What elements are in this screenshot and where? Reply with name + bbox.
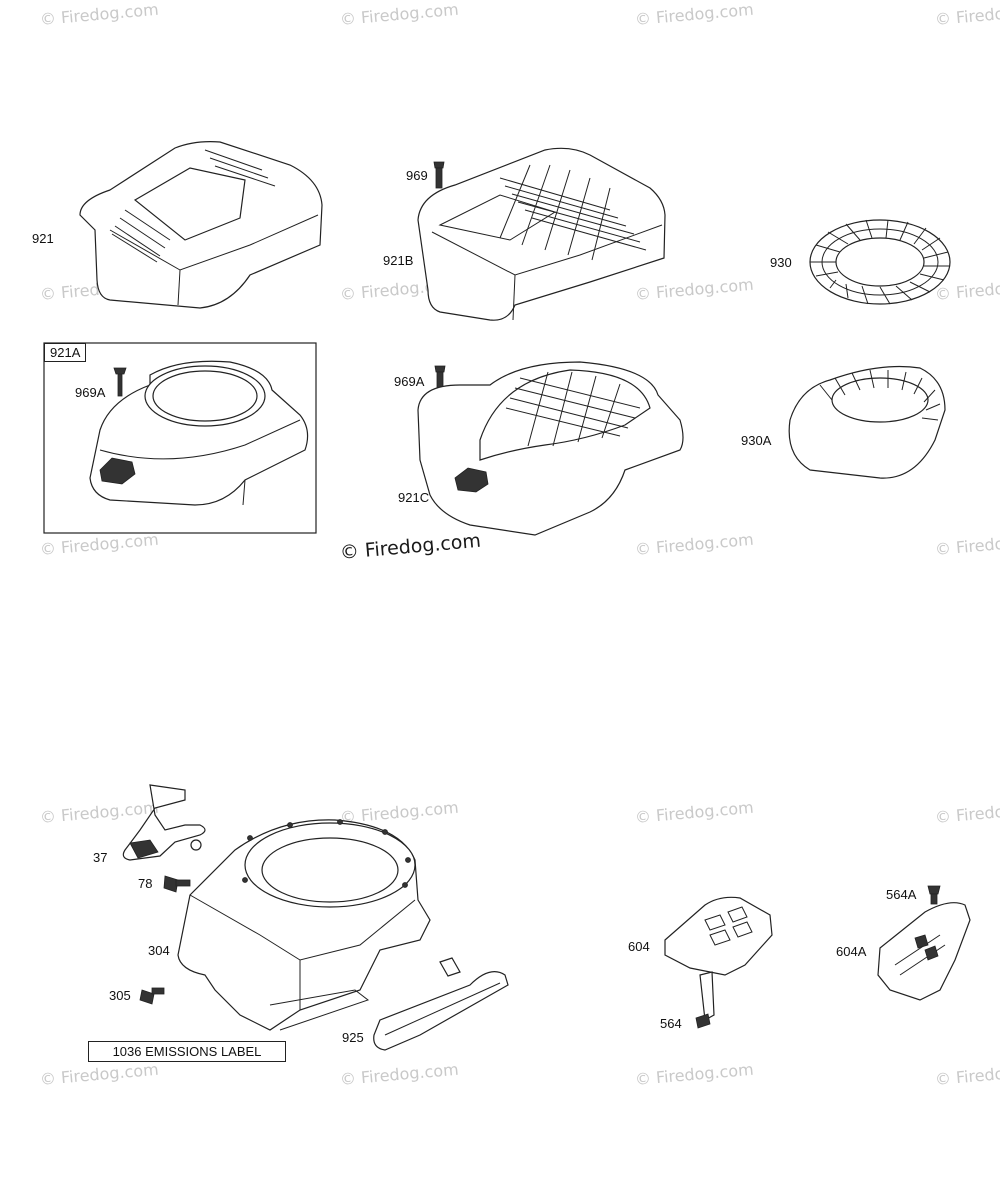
emissions-label-box: 1036 EMISSIONS LABEL: [88, 1041, 286, 1062]
part-label-930A: 930A: [741, 433, 772, 448]
part-925-drawing: [373, 957, 509, 1051]
part-label-921A: 921A: [44, 343, 87, 362]
part-921A-frame: [43, 342, 317, 534]
part-label-37: 37: [93, 850, 108, 865]
part-label-305: 305: [109, 988, 131, 1003]
part-label-925: 925: [342, 1030, 364, 1045]
part-label-564: 564: [660, 1016, 682, 1031]
part-921B-drawing: [417, 147, 666, 321]
part-604-drawing: [664, 896, 773, 1029]
part-label-969A: 969A: [75, 385, 106, 400]
part-37-drawing: [122, 784, 206, 861]
part-921-drawing: [79, 141, 323, 309]
part-label-604: 604: [628, 939, 650, 954]
part-label-921B: 921B: [383, 253, 414, 268]
part-label-78: 78: [138, 876, 153, 891]
part-label-921C: 921C: [398, 490, 430, 505]
part-label-604A: 604A: [836, 944, 867, 959]
part-969-drawing: [433, 161, 445, 189]
part-label-304: 304: [148, 943, 170, 958]
part-564A-drawing: [927, 885, 941, 905]
part-label-564A: 564A: [886, 887, 917, 902]
part-78-drawing: [163, 875, 191, 893]
part-label-969: 969: [406, 168, 428, 183]
part-label-969A: 969A: [394, 374, 425, 389]
part-604A-drawing: [877, 902, 971, 1001]
part-921A-drawing: [89, 360, 309, 506]
part-304-drawing: [177, 819, 431, 1031]
part-930-drawing: [809, 219, 951, 305]
part-label-921: 921: [32, 231, 54, 246]
part-label-930: 930: [770, 255, 792, 270]
part-305-drawing: [139, 987, 165, 1005]
part-921C-drawing: [417, 361, 684, 536]
part-930A-drawing: [788, 365, 946, 479]
